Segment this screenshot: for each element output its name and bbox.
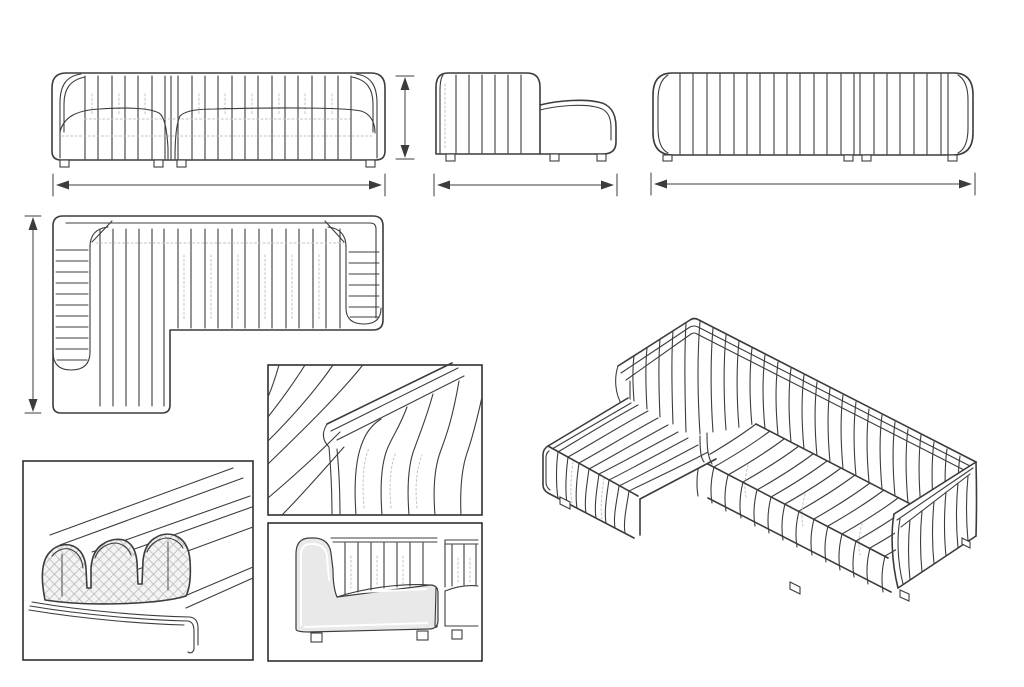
detail-box-border — [22, 460, 254, 661]
iso-arm-channels — [907, 475, 969, 581]
dimension-front-width — [52, 173, 386, 197]
front-seat-cushions — [59, 107, 376, 160]
corner-detail-channels — [354, 380, 483, 516]
corner-detail-fan-lines — [267, 364, 363, 516]
detail-box-border — [267, 364, 483, 516]
front-feet — [59, 159, 376, 168]
iso-chaise — [542, 397, 717, 539]
iso-arm-right-edge — [975, 461, 978, 537]
plan-shading-lines — [95, 242, 345, 321]
side-channel-lines — [455, 74, 522, 154]
iso-chaise-tip-edge — [542, 445, 549, 494]
front-channel-lines — [84, 75, 352, 160]
plan-right-arm — [324, 220, 382, 325]
front-outline — [51, 72, 386, 161]
dimension-plan-depth — [24, 215, 42, 414]
detail-box-border — [267, 522, 483, 662]
side-elevation-view — [435, 72, 617, 162]
iso-right-arm — [891, 461, 978, 589]
iso-chaise-left-edge — [547, 397, 629, 447]
module-seat-edge — [336, 584, 431, 598]
back-channel-lines — [679, 73, 949, 155]
corner-detail-arm-rail — [322, 362, 465, 516]
isometric-view — [542, 317, 978, 602]
dimension-back-width — [650, 172, 976, 196]
iso-seam-lines — [699, 432, 713, 465]
back-elevation-view — [652, 72, 974, 162]
foam-inner-lines — [51, 537, 184, 597]
iso-seat-front-edge — [703, 461, 889, 559]
module-feet — [310, 629, 463, 643]
iso-seat-bottom-edge — [707, 497, 892, 593]
front-shading-lines — [61, 93, 375, 137]
iso-arm-cap-edge — [891, 513, 899, 589]
iso-chaise-inner-edge — [639, 458, 717, 500]
plan-outline — [52, 215, 384, 414]
front-elevation-view — [51, 72, 386, 168]
channel-foam-section-box — [22, 460, 254, 661]
side-chaise-outline — [539, 99, 617, 155]
dimension-side-depth — [433, 173, 618, 197]
fabric-wrap-lines — [28, 601, 199, 654]
iso-back-channels — [632, 320, 961, 531]
back-feet — [662, 154, 958, 162]
foam-cross-section — [41, 533, 192, 605]
module-cutaway-detail-box — [267, 522, 483, 662]
iso-seat — [696, 423, 956, 593]
iso-feet — [559, 496, 971, 602]
iso-back — [615, 317, 977, 531]
module-back-channels — [330, 537, 438, 595]
dimension-front-height — [395, 75, 415, 160]
back-outline — [652, 72, 974, 156]
module-adjacent-sliver — [434, 539, 479, 627]
iso-chaise-front-top-edge — [547, 445, 639, 497]
side-feet — [445, 153, 607, 162]
plan-channel-lines — [99, 228, 341, 407]
side-arm-outline — [435, 72, 541, 155]
iso-back-rail — [615, 317, 977, 473]
top-plan-view — [52, 215, 384, 414]
iso-arm-rail — [893, 461, 977, 515]
corner-channel-detail-box — [267, 362, 483, 516]
plan-left-arm — [52, 220, 113, 371]
